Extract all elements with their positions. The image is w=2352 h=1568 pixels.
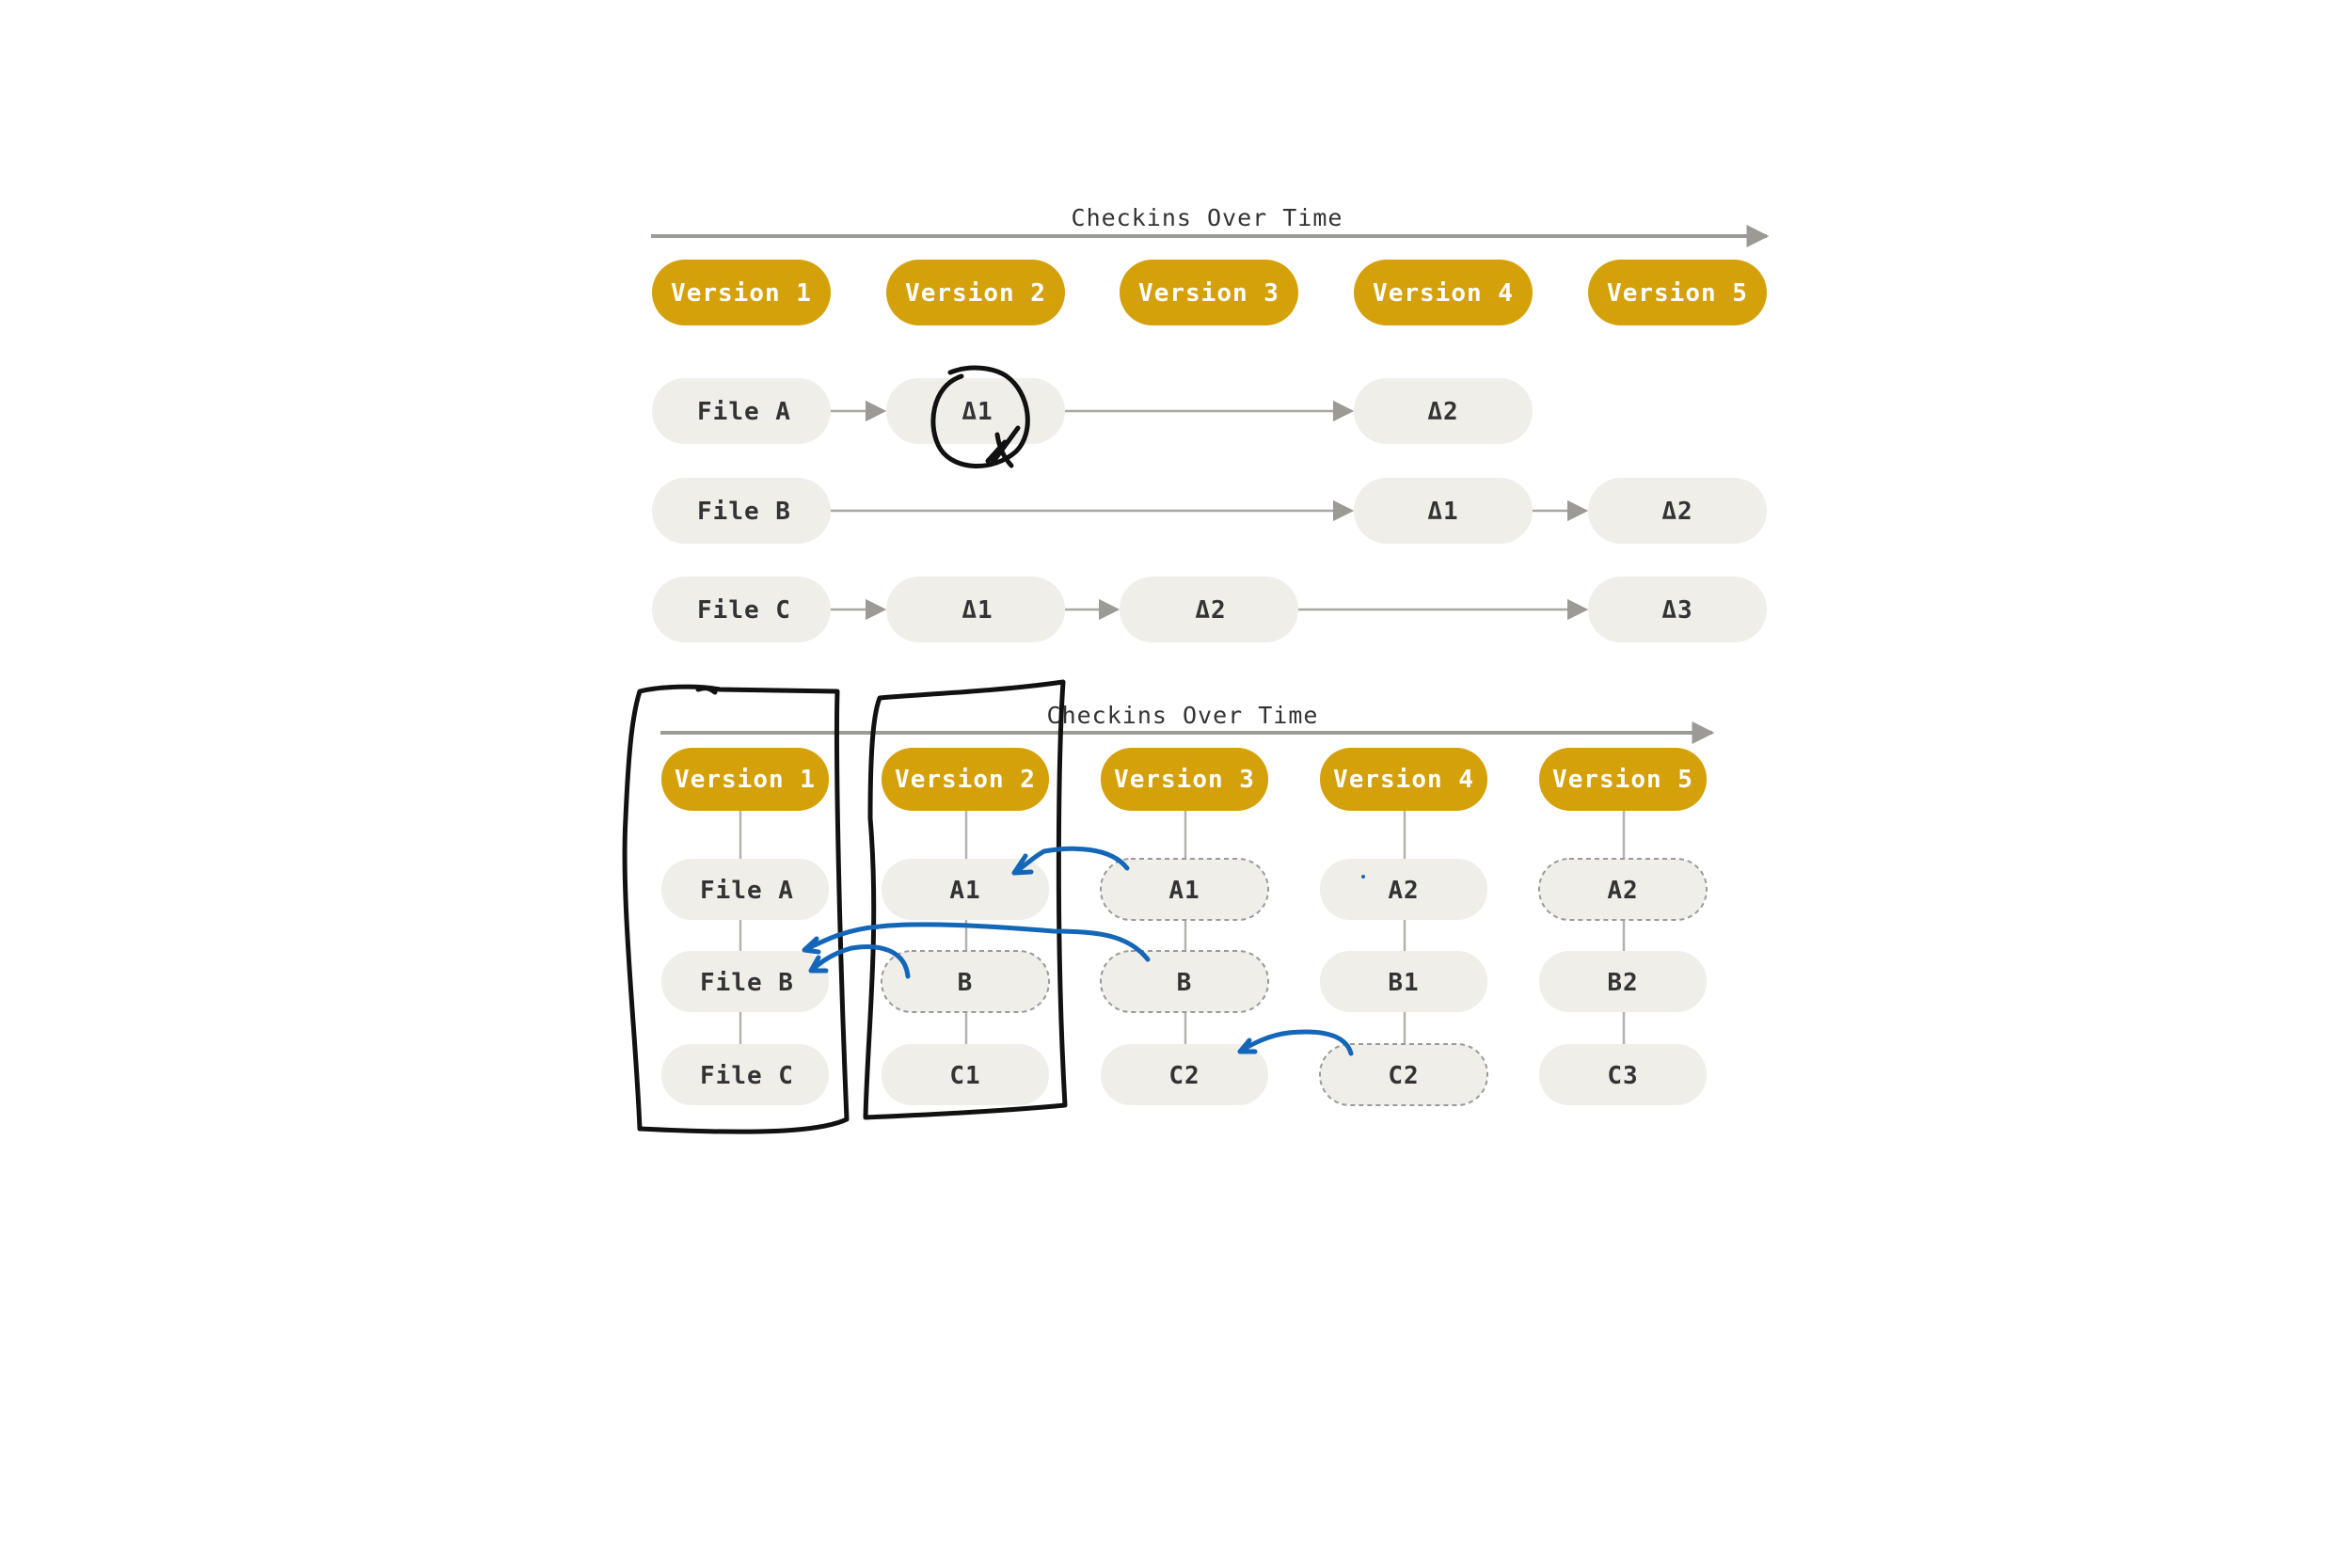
snapshot-v3-a1-link: A1 <box>1100 858 1269 921</box>
top-file-a: File A <box>652 378 831 444</box>
svg-text:Version 1: Version 1 <box>675 766 816 794</box>
top-version-5: Version 5 <box>1588 260 1767 325</box>
bottom-column-version-2: A1 B C1 <box>881 859 1050 1105</box>
snapshot-v3-c2: C2 <box>1101 1044 1268 1105</box>
top-row-file-c: File C Δ1 Δ2 Δ3 <box>652 577 1767 642</box>
bottom-column-version-4: A2 B1 C2 <box>1319 859 1488 1106</box>
svg-text:C3: C3 <box>1607 1062 1638 1090</box>
top-version-row: Version 1 Version 2 Version 3 Version 4 … <box>652 260 1767 325</box>
svg-text:File C: File C <box>697 596 791 625</box>
top-file-a-delta-2: Δ2 <box>1354 378 1533 444</box>
svg-text:C2: C2 <box>1388 1062 1419 1090</box>
snapshot-v4-b1: B1 <box>1320 951 1487 1012</box>
svg-text:Version 2: Version 2 <box>905 279 1046 308</box>
svg-text:Version 3: Version 3 <box>1138 279 1279 308</box>
svg-text:File C: File C <box>700 1062 794 1090</box>
top-diagram-title: Checkins Over Time <box>1072 204 1343 231</box>
svg-text:B: B <box>1177 969 1193 997</box>
bottom-version-row: Version 1 Version 2 Version 3 Version 4 … <box>661 748 1707 811</box>
snapshot-v2-c1: C1 <box>882 1044 1049 1105</box>
svg-text:A1: A1 <box>949 877 980 905</box>
svg-text:File A: File A <box>700 877 794 905</box>
top-version-3: Version 3 <box>1120 260 1298 325</box>
top-file-b: File B <box>652 478 831 544</box>
link-arrow-c2 <box>1237 1029 1354 1056</box>
svg-text:Version 4: Version 4 <box>1333 766 1474 794</box>
top-file-c: File C <box>652 577 831 642</box>
top-version-4: Version 4 <box>1354 260 1533 325</box>
snapshot-v2-a1: A1 <box>882 859 1049 920</box>
snapshot-v4-a2: A2 <box>1320 859 1487 920</box>
bottom-file-a: File A <box>661 859 829 920</box>
handdrawn-annotations <box>622 365 1365 1134</box>
bottom-version-5: Version 5 <box>1539 748 1707 811</box>
top-file-b-delta-2: Δ2 <box>1588 478 1767 544</box>
bottom-diagram: Checkins Over Time Version 1 Version 2 V… <box>660 702 1715 1106</box>
svg-text:File B: File B <box>697 498 791 526</box>
top-diagram: Checkins Over Time Version 1 Version 2 V… <box>651 204 1770 642</box>
snapshot-v5-c3: C3 <box>1539 1044 1707 1105</box>
link-arrow-a1 <box>1011 846 1130 876</box>
top-file-c-delta-2: Δ2 <box>1120 577 1298 642</box>
top-file-a-delta-1: Δ1 <box>886 378 1065 444</box>
bottom-diagram-title: Checkins Over Time <box>1047 702 1319 729</box>
cross-mark <box>985 425 1021 468</box>
svg-text:A2: A2 <box>1607 877 1638 905</box>
svg-text:File B: File B <box>700 969 794 997</box>
svg-text:Δ2: Δ2 <box>1427 398 1458 426</box>
bottom-column-version-1: File A File B File C <box>661 859 829 1105</box>
svg-text:Version 4: Version 4 <box>1373 279 1514 308</box>
svg-text:B2: B2 <box>1607 969 1638 997</box>
top-file-c-delta-1: Δ1 <box>886 577 1065 642</box>
top-row-file-b: File B Δ1 Δ2 <box>652 478 1767 544</box>
svg-text:A1: A1 <box>1168 877 1200 905</box>
box-version-2-column <box>863 679 1068 1120</box>
snapshot-v2-b-link: B <box>881 950 1050 1013</box>
bottom-version-2: Version 2 <box>882 748 1049 811</box>
svg-text:B: B <box>958 969 974 997</box>
link-arrow-b-v2 <box>808 944 911 979</box>
svg-text:File A: File A <box>697 398 791 426</box>
top-row-file-a: File A Δ1 Δ2 <box>652 378 1533 444</box>
svg-text:A2: A2 <box>1388 877 1419 905</box>
bottom-column-version-5: A2 B2 C3 <box>1538 858 1708 1105</box>
svg-text:Δ2: Δ2 <box>1195 596 1226 625</box>
snapshot-v4-c2-link: C2 <box>1319 1043 1488 1106</box>
bottom-file-b: File B <box>661 951 829 1012</box>
svg-text:Version 2: Version 2 <box>895 766 1036 794</box>
bottom-version-1: Version 1 <box>661 748 829 811</box>
blue-ink-dot <box>1361 875 1365 879</box>
svg-text:C2: C2 <box>1168 1062 1200 1090</box>
svg-text:B1: B1 <box>1388 969 1419 997</box>
svg-text:Version 5: Version 5 <box>1552 766 1693 794</box>
bottom-version-4: Version 4 <box>1320 748 1487 811</box>
circled-delta-mark <box>930 365 1030 468</box>
link-arrow-b-v3 <box>802 922 1151 962</box>
top-version-2: Version 2 <box>886 260 1065 325</box>
bottom-version-3: Version 3 <box>1101 748 1268 811</box>
bottom-column-version-3: A1 B C2 <box>1100 858 1269 1105</box>
svg-text:Δ2: Δ2 <box>1661 498 1692 526</box>
svg-text:Δ1: Δ1 <box>1427 498 1458 526</box>
svg-text:Δ1: Δ1 <box>961 398 993 426</box>
box-version-1-column <box>622 684 850 1134</box>
svg-text:Δ3: Δ3 <box>1661 596 1692 625</box>
bottom-file-c: File C <box>661 1044 829 1105</box>
svg-text:C1: C1 <box>949 1062 980 1090</box>
svg-text:Version 5: Version 5 <box>1607 279 1748 308</box>
svg-text:Version 3: Version 3 <box>1114 766 1255 794</box>
snapshot-v5-a2-link: A2 <box>1538 858 1708 921</box>
svg-text:Version 1: Version 1 <box>671 279 812 308</box>
top-file-c-delta-3: Δ3 <box>1588 577 1767 642</box>
top-file-b-delta-1: Δ1 <box>1354 478 1533 544</box>
snapshot-v3-b-link: B <box>1100 950 1269 1013</box>
svg-text:Δ1: Δ1 <box>961 596 993 625</box>
bottom-column-connectors <box>739 811 1626 1077</box>
top-version-1: Version 1 <box>652 260 831 325</box>
snapshot-v5-b2: B2 <box>1539 951 1707 1012</box>
